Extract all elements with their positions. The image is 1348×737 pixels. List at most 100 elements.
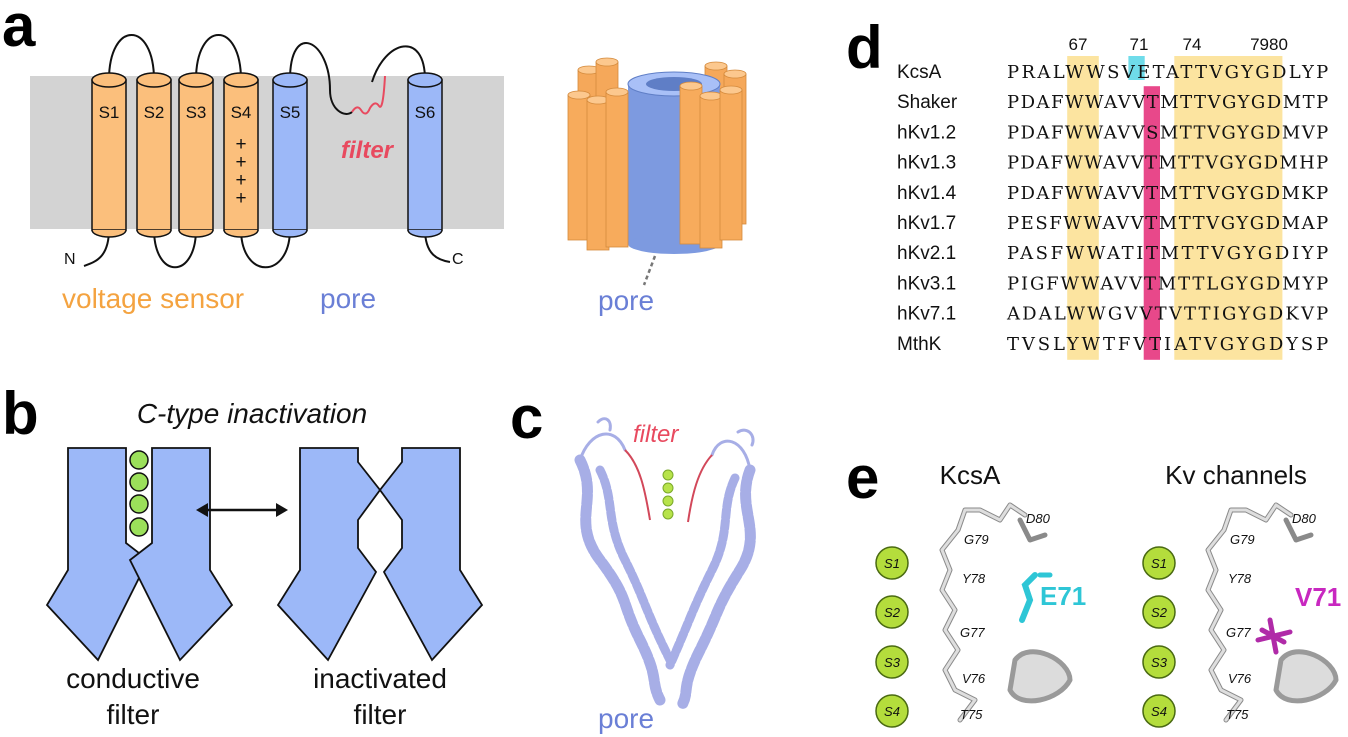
pore-label-c: pore bbox=[598, 703, 654, 734]
panel-c: c filter pore bbox=[510, 384, 756, 734]
highlight-74-80 bbox=[1174, 56, 1283, 360]
segment-s5 bbox=[272, 72, 308, 238]
label-s1: S1 bbox=[99, 103, 120, 122]
kv-res-y78: Y78 bbox=[1228, 571, 1252, 586]
s4-plus-4: + bbox=[235, 188, 246, 209]
c-type-title: C-type inactivation bbox=[137, 398, 367, 429]
conductive-label-1: conductive bbox=[66, 663, 200, 694]
n-terminus-label: N bbox=[64, 251, 76, 268]
alignment-row-name: hKv1.2 bbox=[897, 122, 956, 143]
alignment-row-sequence: TVSLYWTFVTIATVGYGDYSP bbox=[1007, 334, 1328, 355]
label-s3: S3 bbox=[186, 103, 207, 122]
ribbon-structure bbox=[574, 417, 756, 711]
position-71: 71 bbox=[1130, 35, 1149, 54]
alignment-row-name: KcsA bbox=[897, 62, 942, 83]
inactivated-label-1: inactivated bbox=[313, 663, 447, 694]
k-sites bbox=[875, 546, 1176, 728]
kv-site-s1: S1 bbox=[1151, 556, 1167, 571]
filter-label-c: filter bbox=[633, 421, 679, 448]
panel-b: b C-type inactivation conductive filter … bbox=[2, 380, 484, 730]
kv-res-g77: G77 bbox=[1226, 625, 1251, 640]
alignment-row-sequence: PESFWWAVVTMTTVGYGDMAP bbox=[1007, 213, 1328, 234]
label-s4: S4 bbox=[231, 103, 252, 122]
alignment-row-sequence: PDAFWWAVVSMTTVGYGDMVP bbox=[1007, 122, 1328, 143]
kv-res-t75: T75 bbox=[1226, 707, 1249, 722]
panel-e-letter: e bbox=[846, 444, 879, 511]
alignment-row-sequence: ADALWWGVVTVTTIGYGDKVP bbox=[1006, 304, 1328, 325]
highlight-71 bbox=[1143, 86, 1160, 360]
alignment-row-name: hKv1.3 bbox=[897, 153, 956, 174]
kv-title: Kv channels bbox=[1165, 460, 1307, 490]
kv-structure bbox=[1205, 502, 1339, 723]
segment-s4 bbox=[223, 72, 259, 238]
conductive-label-2: filter bbox=[107, 699, 160, 730]
panel-a-letter: a bbox=[2, 0, 36, 59]
s4-plus-3: + bbox=[235, 170, 246, 191]
kcsa-site-s2: S2 bbox=[884, 605, 901, 620]
alignment-row-sequence: PDAFWWAVVTMTTVGYGDMHP bbox=[1007, 153, 1328, 174]
kcsa-res-y78: Y78 bbox=[962, 571, 986, 586]
kcsa-site-s1: S1 bbox=[884, 556, 900, 571]
kcsa-res-g77: G77 bbox=[960, 625, 985, 640]
kv-res-d80: D80 bbox=[1292, 511, 1317, 526]
position-74: 74 bbox=[1183, 35, 1202, 54]
kv-residue-label: V71 bbox=[1295, 582, 1341, 612]
alignment-row-name: hKv7.1 bbox=[897, 304, 956, 325]
alignment-row-sequence: PDAFWWAVVTMTTVGYGDMTP bbox=[1007, 92, 1328, 113]
segment-s3 bbox=[178, 72, 214, 238]
alignment-row-sequence: PASFWWATITMTTVGYGDIYP bbox=[1007, 243, 1328, 264]
channel-3d bbox=[567, 57, 747, 286]
highlight-67 bbox=[1067, 56, 1099, 360]
filter-squiggle bbox=[351, 75, 386, 115]
ions bbox=[129, 450, 149, 537]
label-s6: S6 bbox=[415, 103, 436, 122]
inactivated-right-wall bbox=[378, 447, 484, 662]
kcsa-res-t75: T75 bbox=[960, 707, 983, 722]
alignment-row-sequence: PRALWWSVETATTVGYGDLYP bbox=[1007, 62, 1328, 83]
kv-res-g79: G79 bbox=[1230, 532, 1255, 547]
ions-c bbox=[662, 469, 674, 520]
voltage-sensor-label: voltage sensor bbox=[62, 283, 244, 314]
kv-site-s2: S2 bbox=[1151, 605, 1168, 620]
pore-3d-label: pore bbox=[598, 285, 654, 316]
segment-s2 bbox=[136, 72, 172, 238]
conductive-right-wall bbox=[128, 447, 234, 662]
alignment-row-name: Shaker bbox=[897, 92, 958, 113]
c-terminus-label: C bbox=[452, 251, 464, 268]
kcsa-title: KcsA bbox=[940, 460, 1001, 490]
filter-loops bbox=[624, 449, 713, 523]
panel-d-letter: d bbox=[846, 14, 883, 81]
kcsa-res-v76: V76 bbox=[962, 671, 986, 686]
highlight-kcsa-e71 bbox=[1128, 56, 1145, 80]
alignment-row-name: hKv3.1 bbox=[897, 273, 956, 294]
kcsa-res-d80: D80 bbox=[1026, 511, 1051, 526]
position-67: 67 bbox=[1069, 35, 1088, 54]
kcsa-res-g79: G79 bbox=[964, 532, 989, 547]
s4-plus-2: + bbox=[235, 152, 246, 173]
alignment-row-name: MthK bbox=[897, 334, 942, 355]
pore-label: pore bbox=[320, 283, 376, 314]
segment-s1 bbox=[91, 72, 127, 238]
panel-a: a bbox=[2, 0, 747, 316]
panel-c-letter: c bbox=[510, 384, 543, 451]
label-s5: S5 bbox=[280, 103, 301, 122]
s4-plus-1: + bbox=[235, 134, 246, 155]
kv-site-s3: S3 bbox=[1151, 655, 1168, 670]
segment-s6 bbox=[407, 72, 443, 238]
inactivated-left-wall bbox=[276, 447, 382, 662]
kv-res-v76: V76 bbox=[1228, 671, 1252, 686]
kv-site-s4: S4 bbox=[1151, 704, 1167, 719]
alignment-highlights bbox=[1067, 56, 1283, 360]
kcsa-site-s4: S4 bbox=[884, 704, 900, 719]
kcsa-site-s3: S3 bbox=[884, 655, 901, 670]
alignment-row-sequence: PDAFWWAVVTMTTVGYGDMKP bbox=[1007, 183, 1328, 204]
alignment-row-name: hKv1.4 bbox=[897, 183, 957, 204]
inactivated-label-2: filter bbox=[354, 699, 407, 730]
panel-e: e KcsA Kv channels bbox=[846, 444, 1341, 728]
alignment-row-name: hKv2.1 bbox=[897, 243, 956, 264]
kcsa-residue-label: E71 bbox=[1040, 581, 1086, 611]
panel-b-letter: b bbox=[2, 380, 39, 447]
kcsa-structure bbox=[939, 502, 1073, 723]
